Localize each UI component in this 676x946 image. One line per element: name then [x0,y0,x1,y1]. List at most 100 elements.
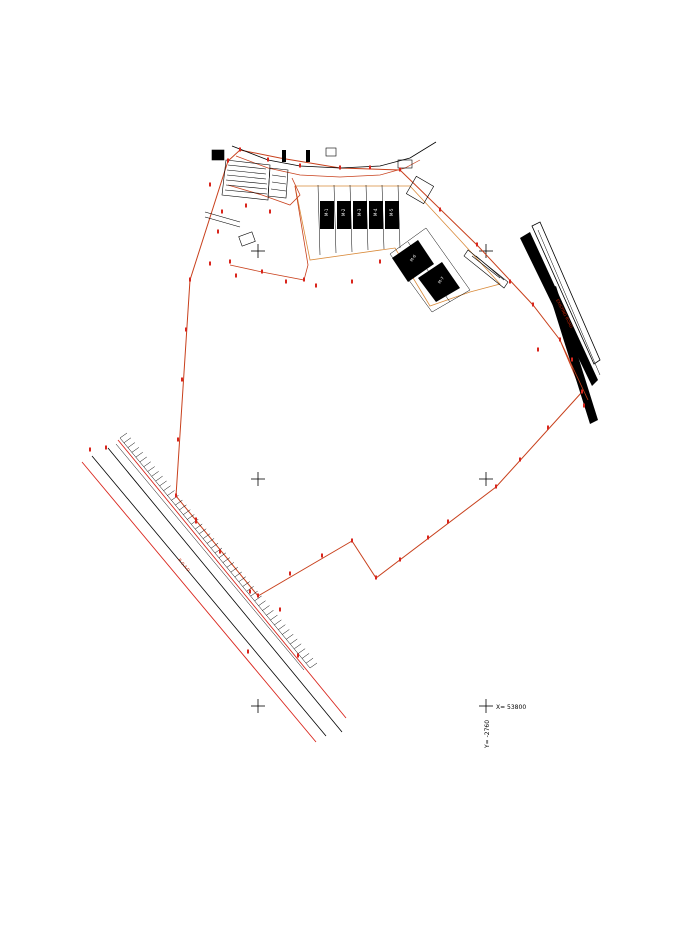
survey-marker [399,167,401,172]
survey-marker [369,165,371,170]
survey-marker [181,377,183,382]
survey-marker [195,519,197,524]
survey-marker [351,279,353,284]
hatch-tick [187,514,195,520]
grid-cross [251,244,265,258]
hatch-tick [222,557,231,563]
grid-cross [479,699,493,713]
survey-marker [303,277,305,282]
survey-marker [532,302,534,307]
survey-marker [89,447,91,452]
hatch-tick [282,629,290,635]
plot-label: M-2 [341,208,346,216]
hatch-tick [250,590,258,597]
hatch-tick [119,432,128,439]
building-block [385,201,399,229]
survey-marker [439,207,441,212]
hatch-tick [143,461,151,467]
hatch-tick [218,552,227,558]
survey-marker [559,337,561,342]
survey-marker [351,538,353,543]
hatch-tick [210,543,219,549]
hatch-tick [305,658,314,664]
grid-cross [251,699,265,713]
building-block [353,201,367,229]
plot-labels: M-1 M-2 M-3 M-4 M-5 M-6 M-7 [324,208,445,284]
hatch-tick [309,662,318,669]
hatch-tick [175,499,183,506]
survey-marker [495,484,497,489]
hatch-tick [226,562,235,568]
sw-road: R O A D [81,439,347,743]
hatch-tick [294,643,302,650]
inner-parcel-boundary [294,185,501,307]
east-railway: EXISTING ROAD [520,221,601,424]
grid-cross [251,472,265,486]
hatch-tick [266,610,274,616]
survey-marker [571,357,573,362]
hatch-tick [301,653,310,659]
survey-marker [279,607,281,612]
coordinate-x-label: X= 53800 [496,704,526,711]
hatch-tick [139,456,147,463]
building-block [337,201,351,229]
plot-label: M-4 [373,208,378,216]
hatch-tick [258,600,266,606]
site-boundary [175,149,583,597]
hatch-tick [202,533,211,539]
survey-marker [219,549,221,554]
hatch-tick [147,466,155,472]
survey-marker [427,535,429,540]
hatch-tick [238,576,246,582]
hatch-tick [290,638,298,645]
grid-cross [479,472,493,486]
survey-marker [249,589,251,594]
hatch-tick [199,528,207,535]
survey-marker [583,403,585,408]
grid-cross [479,244,493,258]
survey-marker [209,182,211,187]
survey-marker [221,209,223,214]
hatch-tick [234,571,242,578]
survey-marker [581,389,583,394]
survey-marker [379,259,381,264]
survey-marker [229,259,231,264]
survey-marker [217,229,219,234]
survey-markers [89,147,585,658]
survey-marker [245,203,247,208]
survey-marker [447,519,449,524]
survey-marker [269,209,271,214]
survey-marker [239,147,241,152]
hatch-tick [179,504,187,511]
survey-marker [321,553,323,558]
hatch-tick [195,523,203,530]
hatch-tick [171,495,179,501]
survey-marker [339,165,341,170]
hatch-tick [297,648,306,654]
survey-marker [299,163,301,168]
survey-marker [185,327,187,332]
survey-marker [247,649,249,654]
plot-label: M-3 [357,208,362,216]
survey-marker [261,269,263,274]
plot-label: M-6 [409,253,418,262]
building-blocks [320,201,471,313]
survey-marker [105,445,107,450]
hatch-tick [151,471,159,477]
hatch-tick [159,480,167,487]
survey-marker [175,493,177,498]
building-block [320,201,334,229]
plot-label: M-5 [389,208,394,216]
hatch-tick [274,619,282,626]
hatch-tick [167,490,175,496]
survey-marker [509,279,511,284]
top-markers [282,147,435,205]
survey-marker [209,261,211,266]
hatch-tick [254,595,262,602]
survey-marker [399,557,401,562]
survey-marker [177,437,179,442]
survey-marker [519,457,521,462]
survey-marker [315,283,317,288]
hatch-tick [191,519,199,525]
